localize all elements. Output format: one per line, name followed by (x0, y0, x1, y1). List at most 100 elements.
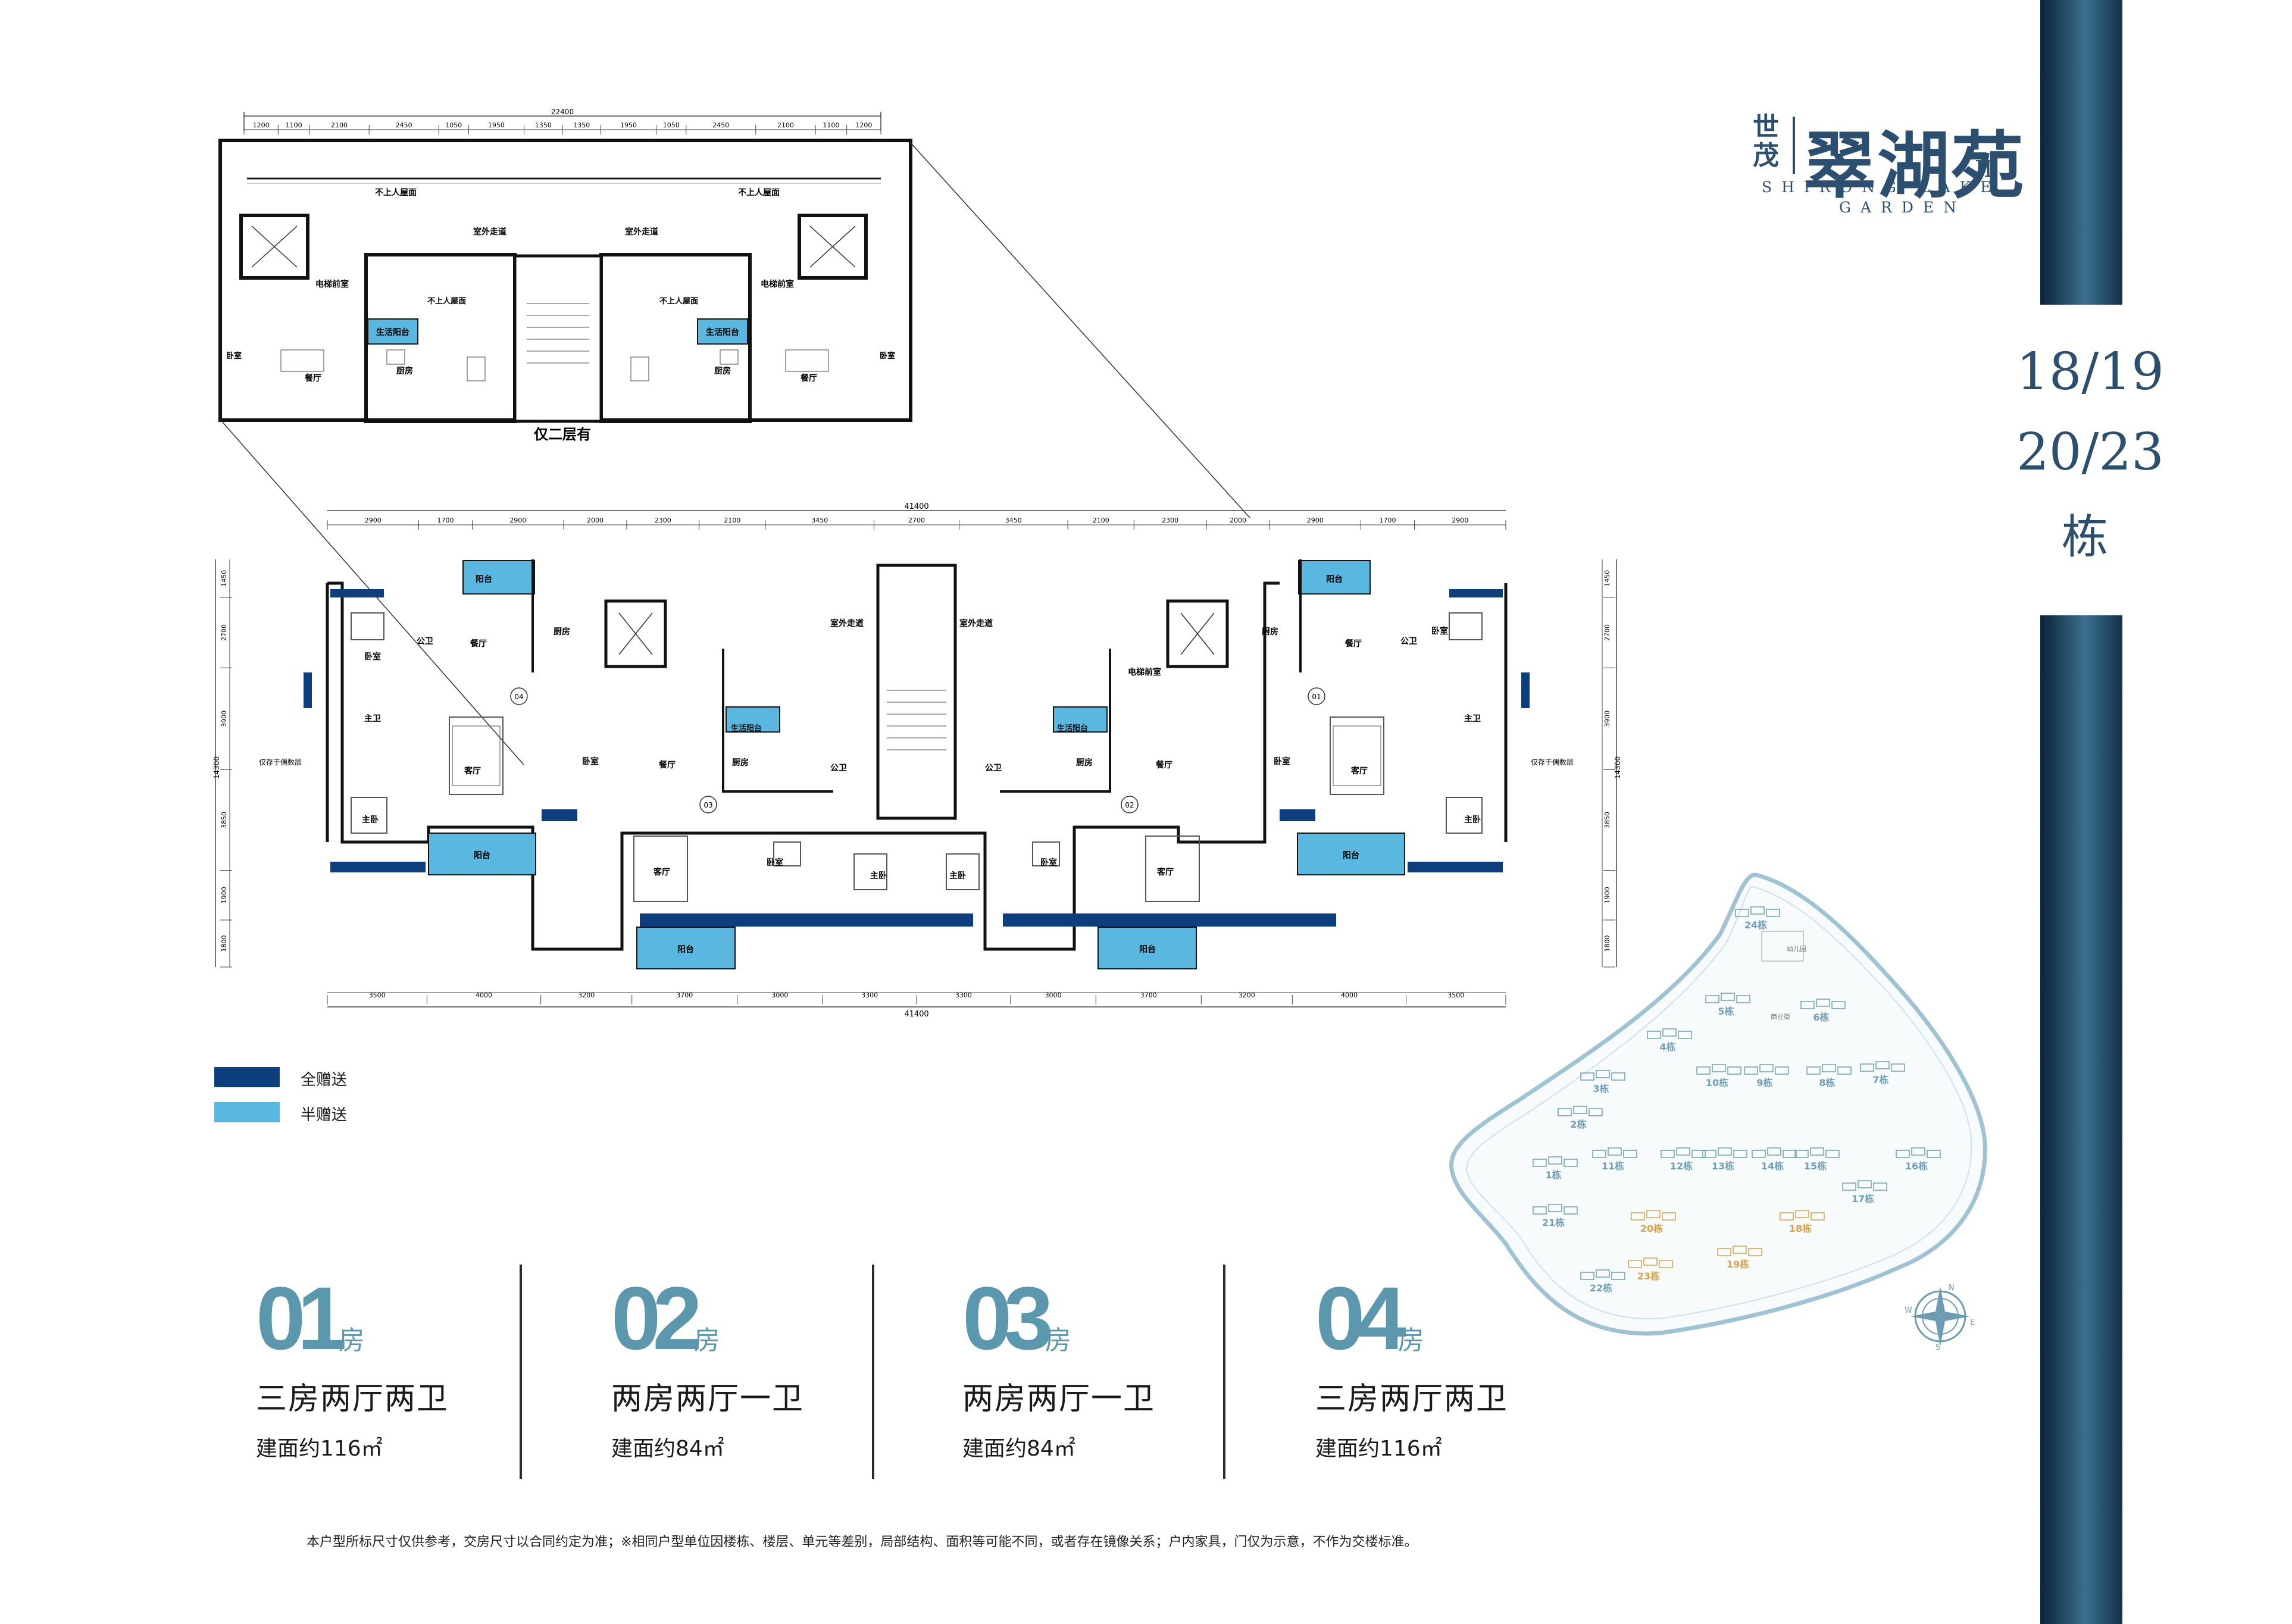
label-master-bed-4: 主卧 (949, 871, 966, 881)
label-bedroom-5: 卧室 (767, 858, 783, 868)
unit-area-04: 建面约116㎡ (1315, 1437, 1442, 1461)
unit-bubble-04: 04 (514, 693, 523, 701)
label-dining-2: 餐厅 (1344, 639, 1362, 649)
upper-total-dim: 22400 (551, 108, 574, 116)
upper-dim-1: 1100 (286, 121, 302, 129)
disclaimer-note: 本户型所标尺寸仅供参考，交房尺寸以合同约定为准；※相同户型单位因楼栋、楼层、单元… (307, 1535, 1418, 1550)
site-block-11: 11栋 (1592, 1147, 1637, 1172)
brand-name: 翠湖苑 (1803, 123, 2025, 208)
unit-card-03: 03房 两房两厅一卫 建面约84㎡ (962, 1273, 1155, 1462)
legend-label-half: 半赠送 (301, 1106, 348, 1124)
main-top-dim-0: 2900 (365, 517, 382, 524)
main-top-dim-14: 2900 (1452, 517, 1468, 524)
label-master-bed-2: 主卧 (1464, 815, 1481, 825)
main-right-dim-5: 1800 (1603, 935, 1611, 952)
unit-separator-3 (1223, 1265, 1225, 1479)
legend-label-full: 全赠送 (301, 1071, 348, 1089)
unit-type-02: 两房两厅一卫 (611, 1381, 805, 1417)
brand-divider (1793, 117, 1795, 174)
unit-suffix-04: 房 (1397, 1325, 1424, 1356)
site-block-13: 13栋 (1702, 1147, 1747, 1172)
label-public-bath-2: 公卫 (1400, 637, 1417, 646)
site-block-1: 5栋 (1705, 993, 1750, 1017)
upper-utility-balcony-right: 生活阳台 (706, 327, 739, 337)
site-block-10: 1栋 (1533, 1156, 1578, 1181)
main-right-dim-2: 3900 (1603, 711, 1611, 727)
upper-dim-8: 1950 (620, 121, 637, 129)
unit-area-02: 建面约84㎡ (611, 1437, 724, 1461)
site-block-4: 10栋 (1696, 1064, 1741, 1088)
label-public-bath-1: 公卫 (417, 637, 433, 646)
label-master-bath-1: 主卫 (364, 714, 381, 724)
main-right-dim-3: 3850 (1603, 812, 1611, 828)
svg-text:1栋: 1栋 (1545, 1169, 1561, 1181)
unit-bubble-01: 01 (1312, 693, 1321, 701)
label-balcony-6: 阳台 (1139, 944, 1156, 955)
label-lobby: 电梯前室 (1128, 667, 1161, 677)
compass-s: S (1935, 1343, 1940, 1352)
upper-dim-11: 2100 (777, 121, 794, 129)
site-block-22: 19栋 (1717, 1246, 1762, 1270)
main-top-dim-10: 2300 (1162, 517, 1178, 524)
svg-text:10栋: 10栋 (1706, 1077, 1728, 1088)
upper-kitchen-left: 厨房 (396, 366, 413, 376)
legend-swatch-half (214, 1102, 280, 1122)
label-dining-3: 餐厅 (658, 760, 676, 770)
buildings-line3: 栋 (2061, 511, 2108, 564)
legend-swatch-full (214, 1067, 280, 1087)
upper-kitchen-right: 厨房 (714, 366, 731, 376)
main-bottom-dim-0: 3500 (369, 991, 386, 999)
svg-text:2栋: 2栋 (1570, 1119, 1586, 1130)
upper-corridor-left: 室外走道 (473, 227, 506, 237)
svg-text:16栋: 16栋 (1905, 1160, 1928, 1172)
buildings-line2: 20/23 (2016, 423, 2164, 482)
label-bedroom-1: 卧室 (364, 652, 381, 662)
site-block-19: 22栋 (1580, 1269, 1625, 1294)
upper-plan-title: 仅二层有 (534, 426, 591, 443)
svg-text:3栋: 3栋 (1593, 1083, 1609, 1094)
site-block-6: 8栋 (1806, 1064, 1852, 1088)
upper-dim-7: 1350 (573, 121, 590, 129)
unit-separator-1 (520, 1265, 522, 1479)
unit-area-01: 建面约116㎡ (256, 1437, 383, 1461)
site-kindergarten: 幼儿园 (1787, 945, 1806, 953)
label-bedroom-6: 卧室 (1040, 858, 1057, 868)
unit-number-02: 02 (611, 1268, 702, 1368)
main-top-dim-3: 2000 (587, 517, 604, 524)
upper-dining-right: 餐厅 (800, 373, 817, 383)
upper-roof-right: 不上人屋面 (738, 187, 780, 198)
label-master-bed-1: 主卧 (362, 815, 379, 825)
main-top-dim-4: 2300 (655, 517, 671, 524)
decorative-bar-top (2040, 0, 2122, 305)
label-balcony-3: 阳台 (474, 850, 490, 860)
unit-card-02: 02房 两房两厅一卫 建面约84㎡ (611, 1273, 804, 1462)
upper-dim-3: 2450 (396, 121, 412, 129)
svg-text:17栋: 17栋 (1852, 1193, 1874, 1204)
svg-text:5栋: 5栋 (1718, 1006, 1734, 1017)
site-block-20: 20栋 (1631, 1210, 1676, 1234)
site-block-0: 24栋 (1735, 906, 1780, 931)
main-bottom-dim-4: 3000 (771, 991, 788, 999)
label-corridor-2: 室外走道 (959, 618, 993, 628)
main-bottom-dim-7: 3000 (1045, 991, 1062, 999)
main-left-dim-2: 3900 (220, 711, 228, 727)
upper-dim-10: 2450 (712, 121, 729, 129)
upper-dining-left: 餐厅 (304, 373, 321, 383)
main-top-dim-2: 2900 (509, 517, 526, 524)
upper-dim-0: 1200 (253, 121, 270, 129)
svg-text:21栋: 21栋 (1542, 1217, 1565, 1228)
main-bottom-dim-10: 4000 (1341, 991, 1358, 999)
unit-number-04: 04 (1315, 1268, 1406, 1368)
site-block-5: 9栋 (1744, 1064, 1789, 1088)
svg-text:24栋: 24栋 (1744, 919, 1767, 931)
upper-dim-4: 1050 (445, 121, 462, 129)
compass-n: N (1949, 1284, 1955, 1293)
main-bottom-dim-5: 3300 (861, 991, 878, 999)
unit-suffix-01: 房 (338, 1325, 365, 1356)
label-kitchen-4: 厨房 (1076, 758, 1093, 768)
upper-dim-6: 1350 (535, 121, 552, 129)
main-bottom-dim-1: 4000 (476, 991, 492, 999)
unit-type-04: 三房两厅两卫 (1315, 1381, 1509, 1417)
